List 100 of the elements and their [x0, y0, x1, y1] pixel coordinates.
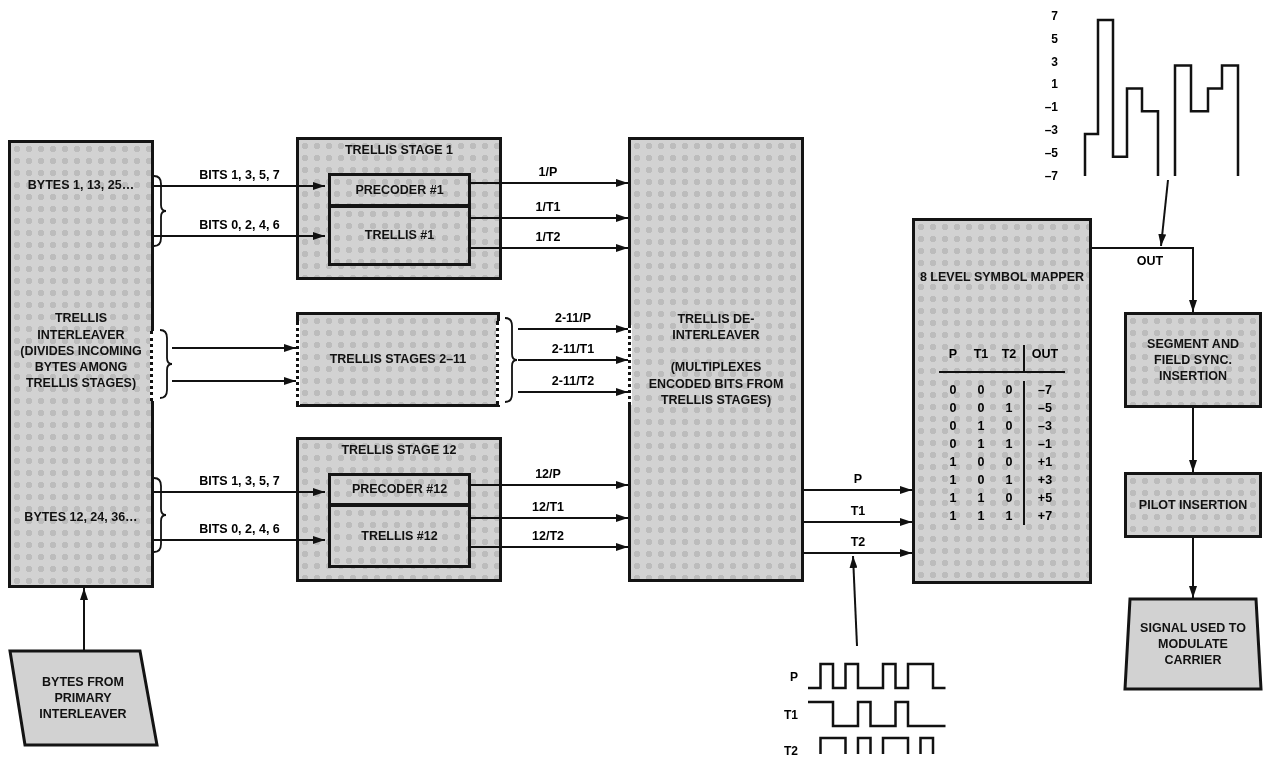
block-text: (MULTIPLEXES ENCODED BITS FROM TRELLIS STAGES) [647, 359, 785, 409]
table-value: 0 [948, 382, 958, 400]
block-text: PILOT INSERTION [1138, 496, 1248, 514]
table-value: 1 [948, 490, 958, 508]
table-value: –1 [1023, 435, 1065, 454]
table-header: OUT [1023, 345, 1065, 374]
process-block [628, 137, 804, 582]
arrow [153, 488, 326, 496]
axis-tick-label: –7 [1043, 168, 1058, 183]
block-text: BYTES 1, 13, 25… [27, 177, 135, 194]
arrow [153, 182, 326, 190]
table-value: 1 [976, 436, 986, 454]
arrow [849, 555, 858, 647]
block-text: TRELLIS STAGE 1 [344, 142, 454, 159]
arrow [1158, 179, 1169, 247]
process-block [296, 437, 502, 582]
block-text: TRELLIS STAGES 2–11 [329, 351, 467, 368]
arrow [517, 356, 629, 364]
edge-label: 2-11/T2 [549, 374, 597, 388]
table-value: 1 [976, 490, 986, 508]
process-block [296, 137, 502, 280]
axis-tick-label: 5 [1050, 31, 1058, 46]
edge-label: BITS 0, 2, 4, 6 [197, 522, 282, 536]
arrow [803, 549, 913, 557]
encoder-block [328, 473, 471, 506]
axis-tick-label: 1 [1050, 77, 1058, 92]
block-text: SIGNAL USED TO MODULATE CARRIER [1139, 619, 1247, 669]
table-value: 0 [1004, 490, 1014, 508]
table-value: –3 [1023, 417, 1065, 436]
table-value: 0 [976, 382, 986, 400]
io-parallelogram [8, 650, 158, 746]
edge-label: 1/T2 [533, 230, 563, 244]
io-parallelogram [1124, 598, 1262, 690]
table-value: 1 [948, 454, 958, 472]
block-text: BYTES FROM PRIMARY INTERLEAVER [38, 673, 128, 723]
signal-name: T1 [783, 708, 798, 722]
process-block [912, 218, 1092, 584]
table-header: P [939, 345, 967, 374]
edge-label: T2 [848, 535, 868, 549]
arrow [1189, 537, 1197, 599]
table-value: 0 [976, 454, 986, 472]
axis-tick-label: 3 [1050, 54, 1058, 69]
block-text: PRECODER #1 [355, 181, 444, 199]
block-text: TRELLIS INTERLEAVER (DIVIDES INCOMING BYTES AMONG TRELLIS STAGES) [19, 310, 143, 392]
table-value: 1 [1004, 508, 1014, 526]
edge-label: 12/P [533, 467, 563, 481]
table-value: +1 [1023, 453, 1065, 472]
arrow [171, 344, 297, 352]
edge-label: T1 [848, 504, 868, 518]
block-text: PRECODER #12 [351, 481, 448, 498]
table-value: –5 [1023, 399, 1065, 418]
block-text: TRELLIS #12 [361, 527, 438, 545]
table-value: –7 [1023, 381, 1065, 400]
table-value: 0 [948, 418, 958, 436]
table-value: 1 [948, 472, 958, 490]
block-text: 8 LEVEL SYMBOL MAPPER [919, 269, 1085, 286]
table-value: +7 [1023, 507, 1065, 526]
signal-name: P [789, 670, 798, 684]
table-value: 1 [948, 508, 958, 526]
block-text: TRELLIS STAGE 12 [341, 442, 457, 459]
table-value: 0 [1004, 454, 1014, 472]
block-text: TRELLIS #1 [364, 227, 435, 244]
encoder-block [328, 173, 471, 207]
table-value: 0 [1004, 382, 1014, 400]
arrow [517, 325, 629, 333]
table-value: 0 [976, 472, 986, 490]
table-value: 1 [1004, 436, 1014, 454]
axis-tick-label: 7 [1050, 9, 1058, 23]
edge-label: OUT [1134, 254, 1166, 268]
edge-label: 2-11/T1 [549, 342, 597, 356]
arrow [803, 486, 913, 494]
edge-label: BITS 0, 2, 4, 6 [197, 218, 282, 232]
table-value: +5 [1023, 489, 1065, 508]
table-value: 1 [976, 508, 986, 526]
edge-label: 12/T1 [530, 500, 566, 514]
axis-tick-label: –5 [1043, 145, 1058, 160]
block-text: TRELLIS DE-INTERLEAVER [671, 310, 761, 344]
table-value: 0 [948, 400, 958, 418]
block-text: SEGMENT AND FIELD SYNC. INSERTION [1146, 335, 1240, 385]
edge-label: P [851, 472, 865, 486]
arrow [1091, 247, 1197, 313]
table-value: 0 [976, 400, 986, 418]
arrow [1189, 407, 1197, 473]
edge-label: BITS 1, 3, 5, 7 [197, 168, 282, 182]
process-block [1124, 472, 1262, 538]
edge-label: 1/P [536, 165, 560, 179]
table-header: T1 [967, 345, 995, 374]
arrow [80, 587, 88, 651]
table-header: T2 [995, 345, 1023, 374]
process-block [1124, 312, 1262, 408]
encoder-block [328, 504, 471, 568]
encoder-block [328, 205, 471, 266]
edge-label: 12/T2 [530, 529, 566, 543]
axis-tick-label: –3 [1043, 123, 1058, 137]
arrow [803, 518, 913, 526]
table-value: 1 [976, 418, 986, 436]
axis-tick-label: –1 [1043, 100, 1058, 115]
process-block [296, 312, 500, 407]
table-value: 1 [1004, 472, 1014, 490]
signal-name: T2 [783, 744, 798, 758]
